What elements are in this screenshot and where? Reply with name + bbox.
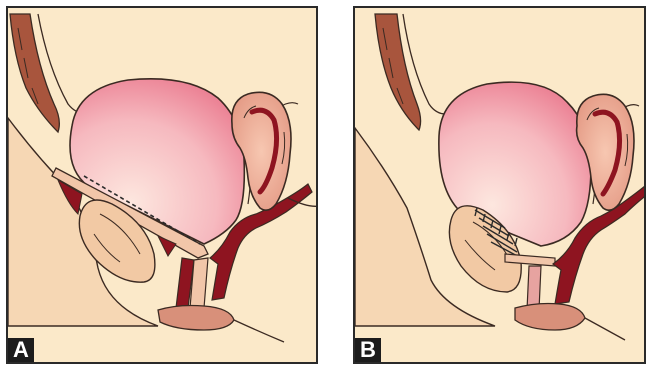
labia bbox=[515, 304, 585, 331]
panel-b: B bbox=[353, 6, 646, 364]
panel-label-a: A bbox=[8, 338, 34, 362]
panel-a: A bbox=[6, 6, 318, 364]
panel-a-illustration bbox=[8, 8, 318, 364]
labia bbox=[158, 306, 234, 331]
panel-b-illustration bbox=[355, 8, 646, 364]
panel-label-b: B bbox=[355, 338, 381, 362]
